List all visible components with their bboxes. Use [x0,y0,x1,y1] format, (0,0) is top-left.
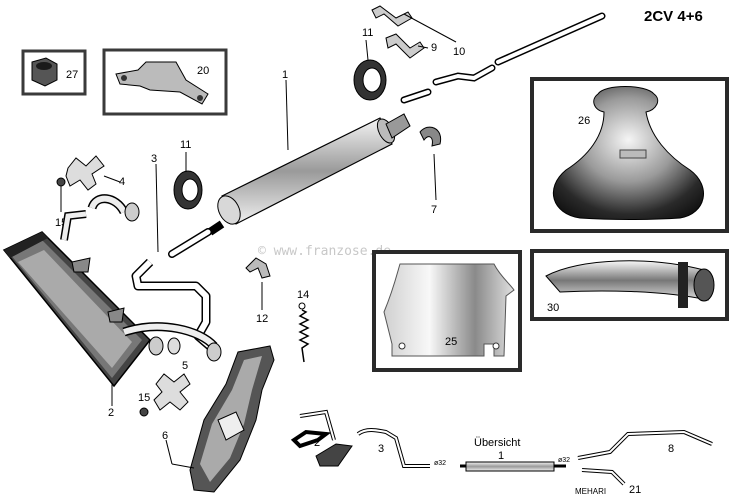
label-3: 3 [151,153,157,165]
part-12-bracket: 12 [245,257,271,325]
part-30-chrome-tip-box: 30 [530,249,729,321]
part-27-nut-box: 27 [21,49,87,96]
diagram-title: 2CV 4+6 [644,8,703,25]
label-1: 1 [282,69,288,81]
label-6: 6 [162,430,168,442]
label-11-upper: 11 [362,27,373,39]
label-5: 5 [182,360,188,372]
overview-mehari: MEHARI [575,487,606,496]
part-7-clamp: 7 [419,126,442,216]
part-11-rubber-ring-upper: 11 [353,27,387,101]
part-15-nut-lower: 15 [138,392,150,417]
overview-heading: Übersicht [474,437,520,449]
label-12: 12 [256,313,268,325]
label-15-lower: 15 [138,392,150,404]
label-30: 30 [547,302,559,314]
tailpipe-parts [400,12,606,104]
label-20: 20 [197,65,209,77]
label-25: 25 [445,336,457,348]
part-26-chrome-cover-box: 26 [530,77,729,233]
label-2: 2 [108,407,114,419]
label-26: 26 [578,115,590,127]
label-11-lower: 11 [180,139,191,151]
overview-label-2: 2 [314,437,320,449]
part-9-10-clamps: 10 9 [371,5,465,59]
label-9: 9 [431,42,437,54]
overview-section: Übersicht 2 3 ø32 1 ø32 8 MEHARI 21 [290,409,713,496]
label-27: 27 [66,69,78,81]
part-1-rear-silencer: 1 [207,69,411,236]
label-4: 4 [119,176,125,188]
overview-label-3: 3 [378,443,384,455]
overview-diameter-b: ø32 [558,457,570,464]
label-7: 7 [431,204,437,216]
part-14-spring: 14 [297,289,310,363]
label-14: 14 [297,289,309,301]
overview-label-1: 1 [498,450,504,462]
part-11-rubber-ring-lower: 11 [173,139,203,210]
overview-label-8: 8 [668,443,674,455]
part-5-clamp: 5 [153,360,191,411]
watermark: © www.franzose.de [258,244,391,259]
part-6-heat-shield: 6 [162,345,275,493]
overview-diameter-a: ø32 [434,460,446,467]
part-4-clamp: 4 [65,155,125,191]
part-20-bracket-box: 20 [102,48,228,116]
part-25-shield-plate-box: 25 [372,250,522,372]
part-2-front-silencer: 2 [2,194,222,419]
overview-label-21: 21 [629,484,641,496]
label-10: 10 [453,46,465,58]
